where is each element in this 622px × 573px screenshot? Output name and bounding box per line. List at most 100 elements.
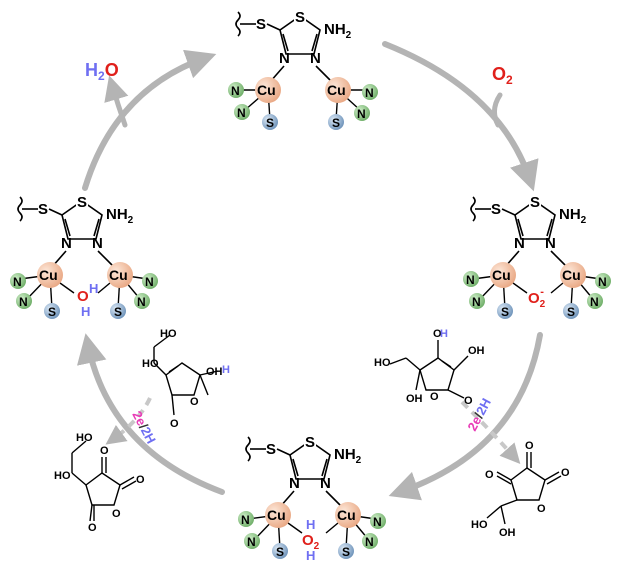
svg-text:O: O <box>112 508 121 520</box>
cu-atom-left: Cu N N S <box>228 77 281 130</box>
svg-text:O: O <box>88 522 97 534</box>
cu-atom-right: Cu N N S <box>325 77 378 130</box>
cu-atom-left: Cu N N S <box>463 262 516 319</box>
svg-text:Cu: Cu <box>492 267 511 283</box>
svg-text:N: N <box>61 235 72 252</box>
svg-text:N: N <box>365 535 374 549</box>
ring-s: S <box>295 9 305 26</box>
svg-text:S: S <box>114 305 122 319</box>
svg-text:N: N <box>514 235 525 252</box>
svg-text:N: N <box>145 275 154 289</box>
cu-atom-right: Cu N N S <box>107 262 158 319</box>
svg-text:H: H <box>89 281 98 296</box>
amine-group: NH2 <box>324 21 352 41</box>
svg-text:S: S <box>276 545 284 559</box>
svg-text:O: O <box>430 391 439 403</box>
svg-text:S: S <box>342 545 350 559</box>
species-bottom: S S NH2 N N H O2 H Cu N N S <box>238 434 386 563</box>
svg-text:O: O <box>77 288 89 305</box>
svg-text:H: H <box>306 548 315 563</box>
dehydroascorbic-acid-left: O O O O HO HO <box>54 432 145 534</box>
svg-text:HO: HO <box>76 432 93 444</box>
superoxide-bridge: O2- <box>528 286 546 310</box>
ascorbic-acid-left: HO HO OH O O H <box>142 328 230 430</box>
svg-text:S: S <box>38 201 48 218</box>
svg-text:N: N <box>590 295 599 309</box>
svg-text:N: N <box>357 107 366 121</box>
svg-text:Cu: Cu <box>562 267 581 283</box>
svg-text:NH2: NH2 <box>106 206 134 226</box>
svg-text:NH2: NH2 <box>334 446 362 466</box>
svg-text:S: S <box>530 194 540 211</box>
svg-text:S: S <box>48 305 56 319</box>
svg-text:S: S <box>266 441 276 458</box>
svg-text:O: O <box>525 440 534 452</box>
svg-text:O: O <box>485 469 494 481</box>
cu-atom-left: Cu N N S <box>10 262 63 319</box>
substrate-dashed-arrows <box>105 397 521 464</box>
svg-text:H: H <box>222 364 230 376</box>
svg-text:Cu: Cu <box>39 267 58 283</box>
species-top: S S NH2 N N Cu N N S Cu <box>228 9 378 130</box>
peroxide-bridge: H O2 H <box>302 517 320 563</box>
svg-text:N: N <box>320 475 331 492</box>
svg-text:N: N <box>247 535 256 549</box>
cycle-arrows <box>77 41 543 501</box>
h2o-product: H2O <box>85 60 119 83</box>
svg-text:O: O <box>433 328 442 340</box>
svg-text:H: H <box>81 304 90 319</box>
arrow-right-to-bottom <box>388 332 543 501</box>
svg-text:O: O <box>136 474 145 486</box>
svg-text:Cu: Cu <box>327 82 346 98</box>
svg-text:S: S <box>305 434 315 451</box>
svg-text:HO: HO <box>142 358 159 370</box>
species-left: S S NH2 N N O H H Cu N N S <box>10 194 158 319</box>
svg-text:N: N <box>231 84 240 98</box>
svg-text:N: N <box>466 273 475 287</box>
svg-text:H: H <box>440 328 448 340</box>
svg-text:Cu: Cu <box>109 267 128 283</box>
svg-text:O: O <box>190 396 199 408</box>
svg-text:O2: O2 <box>302 532 320 552</box>
svg-text:OH: OH <box>468 345 485 357</box>
o2-reagent: O2 <box>492 64 513 87</box>
svg-text:S: S <box>567 305 575 319</box>
svg-text:S: S <box>77 194 87 211</box>
dashed-arrow-right <box>460 400 521 464</box>
species-right: S S NH2 N N O2- Cu N N S Cu <box>463 194 611 319</box>
cu-atom-right: Cu N N S <box>560 262 611 319</box>
svg-text:N: N <box>472 295 481 309</box>
svg-text:N: N <box>373 515 382 529</box>
cu-atom-left: Cu N N S <box>238 502 291 559</box>
svg-text:N: N <box>241 513 250 527</box>
ring-n-right: N <box>310 50 321 67</box>
svg-text:OH: OH <box>406 393 423 405</box>
transfer-label-left: 2e/2H <box>129 408 159 446</box>
svg-text:NH2: NH2 <box>559 206 587 226</box>
svg-text:Cu: Cu <box>267 507 286 523</box>
o2-entry-branch <box>492 92 503 128</box>
svg-text:S: S <box>501 305 509 319</box>
svg-text:N: N <box>13 275 22 289</box>
svg-text:S: S <box>332 116 340 130</box>
substituent-s: S <box>256 16 266 33</box>
svg-text:HO: HO <box>54 470 71 482</box>
svg-text:OH: OH <box>499 527 516 539</box>
ascorbic-acid-right: O OH O O HO OH H <box>374 328 485 407</box>
svg-text:Cu: Cu <box>257 82 276 98</box>
svg-text:S: S <box>491 201 501 218</box>
svg-text:Cu: Cu <box>337 507 356 523</box>
svg-text:O: O <box>537 503 546 515</box>
svg-text:HO: HO <box>374 357 391 369</box>
svg-text:O: O <box>100 445 109 457</box>
svg-text:N: N <box>598 275 607 289</box>
ring-n-left: N <box>279 50 290 67</box>
h2o-exit-branch <box>104 75 129 128</box>
transfer-label-right: 2e/2H <box>464 396 494 434</box>
svg-text:S: S <box>266 116 274 130</box>
arrow-bottom-to-left <box>77 333 225 495</box>
svg-text:OH: OH <box>206 366 223 378</box>
svg-text:N: N <box>237 106 246 120</box>
arrow-left-to-top <box>82 49 217 191</box>
